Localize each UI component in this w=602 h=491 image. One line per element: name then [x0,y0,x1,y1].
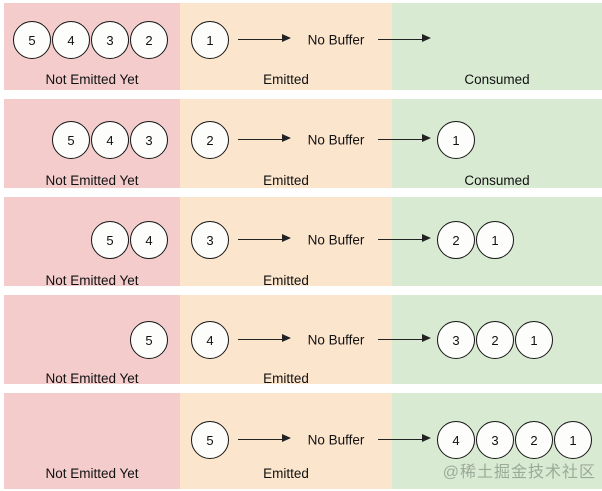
consumed-circle-1: 1 [554,421,592,459]
emit-arrow-icon [238,334,291,343]
not-emitted-circle-5: 5 [52,121,90,159]
consume-arrow-icon [378,134,431,143]
zone-label-not-emitted: Not Emitted Yet [45,466,139,481]
consume-arrow-icon [378,334,431,343]
consumed-circle-2: 2 [437,221,475,259]
zone-label-consumed: Consumed [464,173,530,188]
zone-consumed [392,3,602,90]
emit-arrow-icon [238,34,291,43]
consumed-circle-4: 4 [437,421,475,459]
consumed-circle-1: 1 [437,121,475,159]
no-buffer-label: No Buffer [307,432,365,448]
not-emitted-circle-3: 3 [130,121,168,159]
no-buffer-label: No Buffer [307,132,365,148]
consume-arrow-icon [378,34,431,43]
consume-arrow-icon [378,234,431,243]
zone-label-not-emitted: Not Emitted Yet [45,371,139,386]
consume-arrow-icon [378,434,431,443]
zone-label-emitted: Emitted [263,273,309,288]
consumed-circle-1: 1 [476,221,514,259]
not-emitted-circle-5: 5 [91,221,129,259]
zone-label-emitted: Emitted [263,72,309,87]
no-buffer-label: No Buffer [307,32,365,48]
consumed-circle-1: 1 [515,321,553,359]
not-emitted-circle-5: 5 [13,21,51,59]
emit-arrow-icon [238,134,291,143]
emitted-circle-4: 4 [191,321,229,359]
zone-consumed [392,99,602,188]
not-emitted-circle-3: 3 [91,21,129,59]
not-emitted-circle-4: 4 [91,121,129,159]
no-buffer-label: No Buffer [307,332,365,348]
not-emitted-circle-4: 4 [52,21,90,59]
consumed-circle-2: 2 [476,321,514,359]
emitted-circle-5: 5 [191,421,229,459]
zone-label-consumed: Consumed [464,72,530,87]
emit-arrow-icon [238,434,291,443]
zone-label-emitted: Emitted [263,466,309,481]
watermark: @稀土掘金技术社区 [442,464,596,481]
not-emitted-circle-5: 5 [130,321,168,359]
consumed-circle-3: 3 [476,421,514,459]
emit-arrow-icon [238,234,291,243]
not-emitted-circle-2: 2 [130,21,168,59]
no-buffer-label: No Buffer [307,232,365,248]
zone-label-emitted: Emitted [263,173,309,188]
zone-not-emitted [4,393,180,489]
zone-label-emitted: Emitted [263,371,309,386]
zone-label-not-emitted: Not Emitted Yet [45,72,139,87]
emitted-circle-2: 2 [191,121,229,159]
not-emitted-circle-4: 4 [130,221,168,259]
emitted-circle-1: 1 [191,21,229,59]
emitted-circle-3: 3 [191,221,229,259]
consumed-circle-2: 2 [515,421,553,459]
zone-label-not-emitted: Not Emitted Yet [45,173,139,188]
consumed-circle-3: 3 [437,321,475,359]
zone-label-not-emitted: Not Emitted Yet [45,273,139,288]
